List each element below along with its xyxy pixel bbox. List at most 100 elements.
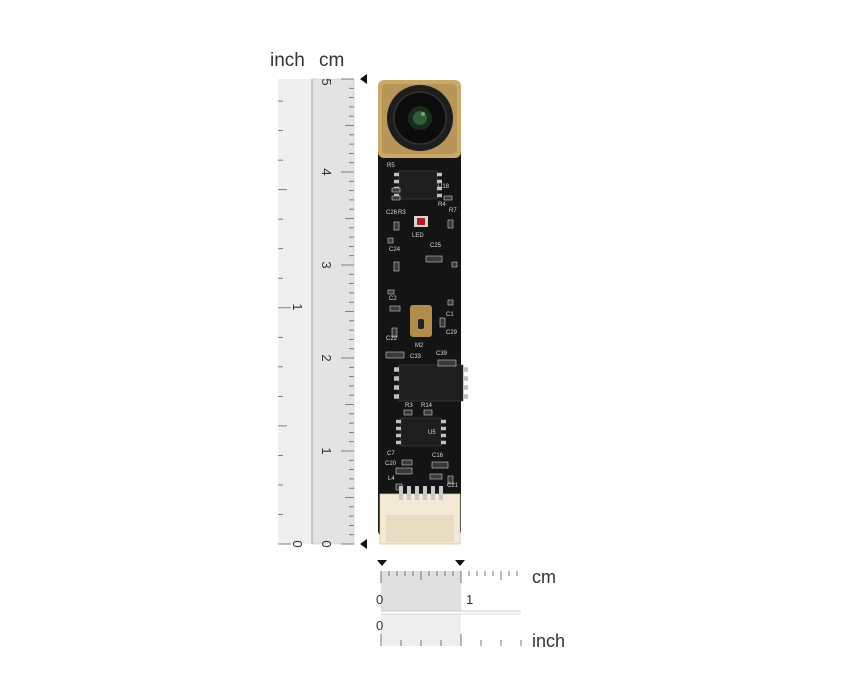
- left-marker: [377, 560, 387, 566]
- cm-label-4: 4: [319, 168, 334, 175]
- connector-pin: [407, 486, 411, 500]
- silk-r5: R5: [387, 163, 395, 169]
- vertical-ruler-inch-unit: inch: [270, 50, 305, 71]
- led-center: [417, 218, 425, 225]
- ic-pad: [437, 172, 442, 177]
- silk-u18: U18: [438, 184, 450, 190]
- connector-pins: [399, 486, 443, 500]
- smd-part: [387, 289, 395, 295]
- silk-c24: C24: [389, 247, 401, 253]
- silk-c20: C20: [385, 461, 397, 467]
- vertical-ruler-cm-unit: cm: [319, 50, 344, 71]
- ic-pad: [394, 376, 399, 381]
- smd-part: [393, 221, 400, 231]
- silk-r3-lower: R3: [405, 403, 413, 409]
- smd-part: [443, 195, 453, 201]
- smd-part: [439, 317, 446, 328]
- inch-strip: [278, 79, 312, 544]
- smd-part: [395, 467, 413, 475]
- silk-c26: C26: [386, 210, 398, 216]
- inch-label-0: 0: [290, 540, 305, 547]
- smd-part: [425, 255, 443, 263]
- silk-m2: M2: [415, 343, 424, 349]
- connector-pin: [399, 486, 403, 500]
- cm-label-2: 2: [319, 354, 334, 361]
- ic-pad: [394, 394, 399, 399]
- ic-pad: [441, 440, 446, 445]
- camera-module: R5 U18 R7 R3 R4 C26 LED C24 C25 C2 C1 M2…: [378, 80, 468, 545]
- ic-pad: [463, 376, 468, 381]
- smd-part: [403, 409, 413, 416]
- smd-part: [447, 299, 454, 306]
- cm-label-1: 1: [319, 447, 334, 454]
- ic-pad: [394, 172, 399, 177]
- connector-pin: [415, 486, 419, 500]
- smd-part: [437, 359, 457, 367]
- vertical-ruler: inch cm 0 1 2 3 4 5 0 1: [270, 50, 367, 549]
- silk-c7: C7: [387, 451, 395, 457]
- silk-r4: R4: [438, 202, 446, 208]
- silk-c25: C25: [430, 243, 442, 249]
- h-inch-ticks: [380, 634, 522, 646]
- chip-main-pads: [394, 367, 468, 399]
- connector-body: [386, 515, 454, 542]
- silk-r14: R14: [421, 403, 433, 409]
- h-cm-unit: cm: [532, 567, 556, 587]
- ic-pad: [394, 367, 399, 372]
- silk-c22: C22: [386, 336, 398, 342]
- smd-part: [389, 305, 401, 312]
- smd-part: [385, 351, 405, 359]
- cm-label-0: 0: [319, 540, 334, 547]
- silk-l4: L4: [388, 476, 395, 482]
- ic-pad: [463, 385, 468, 390]
- ic-pad: [441, 433, 446, 438]
- smd-part: [431, 461, 449, 469]
- ic-pad: [437, 193, 442, 198]
- h-inch-label-0: 0: [376, 618, 383, 633]
- h-cm-ticks: [380, 571, 518, 583]
- ic-pad: [396, 419, 401, 424]
- microphone-port: [418, 319, 424, 329]
- ic-pad: [437, 186, 442, 191]
- bottom-marker: [360, 539, 367, 549]
- smd-part: [391, 187, 401, 193]
- smd-part: [391, 195, 401, 201]
- connector-pin: [439, 486, 443, 500]
- smd-part: [387, 237, 394, 244]
- silk-c2: C2: [389, 296, 397, 302]
- silk-c39: C39: [436, 351, 448, 357]
- ic-pad: [394, 193, 399, 198]
- silk-c21: C21: [447, 483, 459, 489]
- smd-part: [393, 261, 400, 272]
- ic-pad: [394, 385, 399, 390]
- inch-label-1: 1: [290, 303, 305, 310]
- right-marker: [455, 560, 465, 566]
- connector-pin: [423, 486, 427, 500]
- smd-components: [385, 187, 458, 491]
- cm-label-3: 3: [319, 261, 334, 268]
- cm-ticks: [341, 78, 354, 545]
- ic-pad: [441, 426, 446, 431]
- ic-pad: [441, 419, 446, 424]
- chip-u5: [400, 417, 442, 447]
- top-marker: [360, 74, 367, 84]
- h-cm-label-1: 1: [466, 592, 473, 607]
- connector-pin: [431, 486, 435, 500]
- silk-u5: U5: [428, 430, 436, 436]
- smd-part: [401, 459, 413, 466]
- silk-c33: C33: [410, 354, 422, 360]
- horizontal-ruler: 0 1 cm 0 inch: [376, 560, 565, 651]
- smd-part: [447, 475, 454, 485]
- silk-led: LED: [412, 233, 424, 239]
- lens-core: [413, 111, 427, 125]
- ic-pad: [463, 394, 468, 399]
- cm-label-5: 5: [319, 78, 334, 85]
- chip-u18: [398, 170, 438, 200]
- ic-pad: [396, 440, 401, 445]
- h-cm-label-0: 0: [376, 592, 383, 607]
- silk-c29: C29: [446, 330, 458, 336]
- ic-pad: [437, 179, 442, 184]
- ic-pad: [394, 179, 399, 184]
- smd-part: [423, 409, 433, 416]
